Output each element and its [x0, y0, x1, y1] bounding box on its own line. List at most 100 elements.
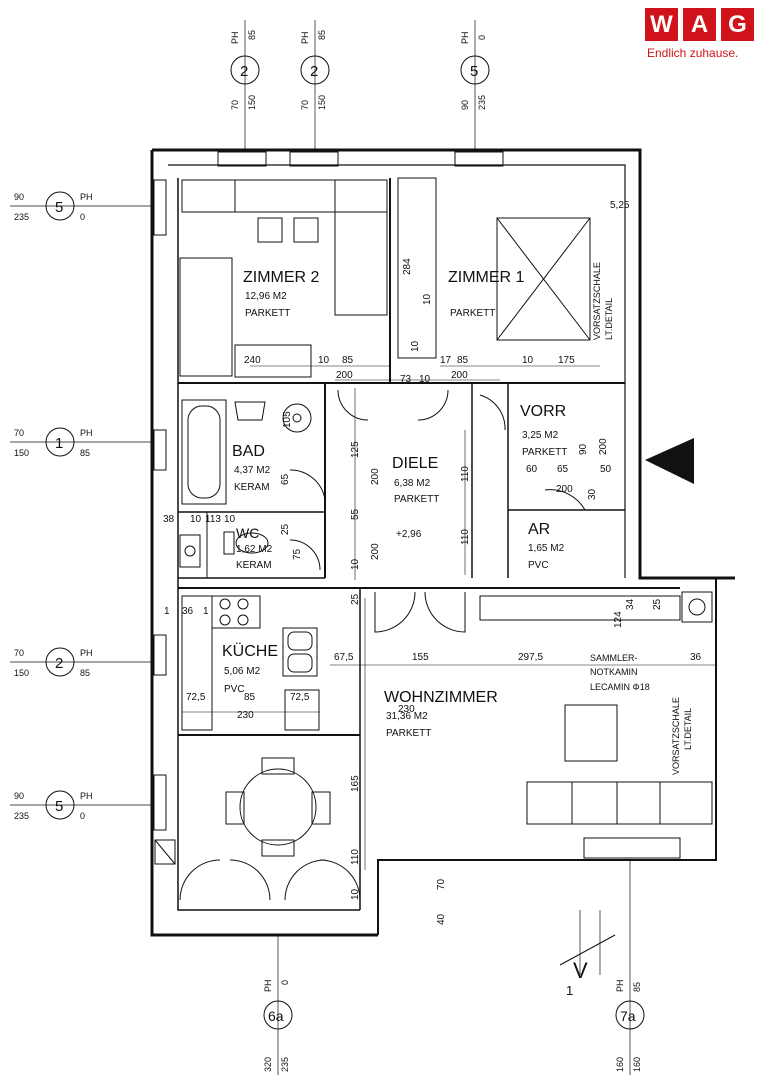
dim-725b: 72,5 [290, 692, 310, 703]
window-top-mid-sill: 70 [300, 100, 310, 110]
window-top-mid-width: 150 [317, 95, 327, 110]
annotation-sammler-2: NOTKAMIN [590, 667, 638, 677]
window-bottom-right-ph-value: 85 [632, 982, 642, 992]
dim-38: 38 [163, 514, 175, 525]
room-ar-name: AR [528, 521, 550, 538]
window-left-2-num: 1 [55, 435, 63, 452]
dim-113: 113 [205, 514, 221, 525]
dim-40: 40 [436, 913, 447, 925]
dim-17: 17 [440, 355, 452, 366]
room-wohnzimmer-floor: PARKETT [386, 728, 431, 739]
window-top-left-width: 150 [247, 95, 257, 110]
dim-110b: 110 [460, 529, 471, 545]
dim-65b: 65 [557, 464, 569, 475]
dim-200b: 200 [451, 370, 468, 381]
dim-165: 165 [350, 775, 361, 792]
room-wc-name: WC [236, 525, 259, 541]
room-diele-area: 6,38 M2 [394, 478, 431, 489]
room-zimmer1-name: ZIMMER 1 [448, 269, 525, 286]
window-top-left-num: 2 [240, 63, 248, 80]
dim-34: 34 [625, 598, 636, 610]
dim-10a: 10 [318, 355, 330, 366]
dim-200a: 200 [336, 370, 353, 381]
dim-10b: 10 [522, 355, 534, 366]
logo-letter-w: W [645, 8, 678, 41]
dim-200f: 200 [598, 438, 609, 455]
dim-25a: 25 [280, 523, 291, 535]
window-left-1-ph-value: 0 [80, 212, 85, 222]
dim-155: 155 [412, 652, 429, 663]
dim-50: 50 [600, 464, 612, 475]
window-left-2-ph-value: 85 [80, 448, 90, 458]
annotation-vorsatzschale-2: VORSATZSCHALE [671, 697, 681, 775]
window-top-right-ph-value: 0 [477, 35, 487, 40]
window-top-mid-num: 2 [310, 63, 318, 80]
window-left-2-ph: PH [80, 428, 93, 438]
room-bad-area: 4,37 M2 [234, 465, 271, 476]
room-zimmer2-name: ZIMMER 2 [243, 269, 320, 286]
room-wohnzimmer-area: 31,36 M2 [386, 711, 428, 722]
dim-125: 125 [350, 441, 361, 458]
window-bottom-right-width: 160 [632, 1057, 642, 1072]
dim-240: 240 [244, 355, 261, 366]
level-mark: V [573, 958, 588, 983]
level-number: 1 [566, 983, 573, 998]
window-left-4-top: 90 [14, 791, 24, 801]
wag-logo: W A G Endlich zuhause. [645, 8, 757, 62]
room-vorr-name: VORR [520, 403, 566, 420]
dim-200c: 200 [370, 468, 381, 485]
dim-101: 10 [190, 514, 202, 525]
room-wohnzimmer-name: WOHNZIMMER [384, 689, 498, 706]
window-left-3-bottom: 150 [14, 668, 29, 678]
dim-30: 30 [587, 488, 598, 500]
dim-10f: 10 [350, 558, 361, 570]
window-bottom-left-num: 6a [268, 1008, 284, 1024]
dim-36b: 36 [690, 652, 702, 663]
room-bad-name: BAD [232, 443, 265, 460]
window-left-4-num: 5 [55, 798, 63, 815]
window-left-3-ph-value: 85 [80, 668, 90, 678]
room-diele-level: +2,96 [396, 529, 422, 540]
annotation-lt-detail-1: LT.DETAIL [604, 298, 614, 340]
annotation-vorsatzschale-1: VORSATZSCHALE [592, 262, 602, 340]
dim-284: 284 [402, 258, 413, 275]
window-bottom-left-ph: PH [263, 979, 273, 992]
window-bottom-right-num: 7a [620, 1008, 636, 1024]
window-left-4-ph: PH [80, 791, 93, 801]
dim-25b: 25 [350, 593, 361, 605]
logo-letter-g: G [721, 8, 754, 41]
room-kueche-area: 5,06 M2 [224, 666, 261, 677]
room-zimmer2-floor: PARKETT [245, 308, 290, 319]
dim-675: 67,5 [334, 652, 354, 663]
window-left-1-top: 90 [14, 192, 24, 202]
dim-73: 73 [400, 374, 412, 385]
dim-65a: 65 [280, 473, 291, 485]
dim-10d: 10 [422, 293, 433, 305]
dim-90: 90 [578, 443, 589, 455]
window-top-left-ph: PH [230, 31, 240, 44]
room-ar-area: 1,65 M2 [528, 543, 565, 554]
dim-200e: 200 [556, 484, 573, 495]
dim-10g: 10 [224, 514, 236, 525]
dim-85b: 85 [457, 355, 469, 366]
window-top-left-ph-value: 85 [247, 30, 257, 40]
dim-230a: 230 [237, 710, 254, 721]
room-wc-floor: KERAM [236, 560, 272, 571]
window-left-2-top: 70 [14, 428, 24, 438]
dim-525: 5,25 [610, 200, 630, 211]
window-left-3-ph: PH [80, 648, 93, 658]
window-top-right-num: 5 [470, 63, 478, 80]
dim-110c: 110 [350, 849, 361, 865]
dim-1b: 1 [203, 606, 209, 617]
window-bottom-left-width: 235 [280, 1057, 290, 1072]
window-left-3-num: 2 [55, 655, 63, 672]
room-bad-floor: KERAM [234, 482, 270, 493]
dim-75: 75 [292, 548, 303, 560]
dim-25c: 25 [652, 598, 663, 610]
window-left-1-ph: PH [80, 192, 93, 202]
window-top-right-sill: 90 [460, 100, 470, 110]
window-top-mid-ph: PH [300, 31, 310, 44]
dim-36a: 36 [182, 606, 194, 617]
dim-2975: 297,5 [518, 652, 543, 663]
window-left-4-ph-value: 0 [80, 811, 85, 821]
